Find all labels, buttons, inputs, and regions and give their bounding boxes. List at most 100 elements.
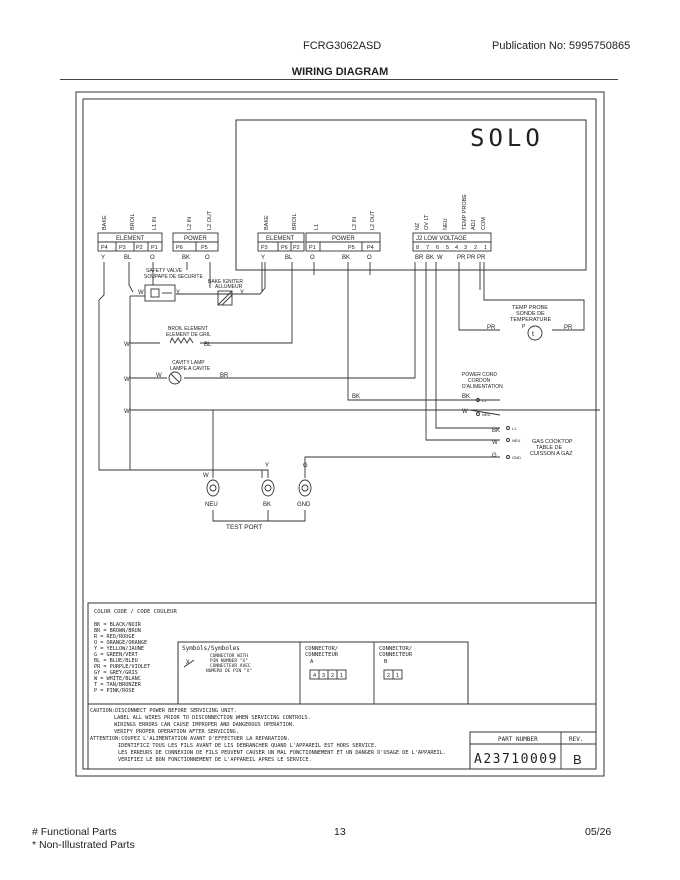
tag: W <box>462 409 468 415</box>
svg-text:ELEMENT DE GRIL: ELEMENT DE GRIL <box>166 332 211 338</box>
wire-color: PR <box>457 255 466 261</box>
svg-text:PIN NUMBER "X": PIN NUMBER "X" <box>210 658 248 664</box>
svg-text:CONNECTEUR: CONNECTEUR <box>379 652 413 658</box>
svg-text:NEU: NEU <box>205 502 218 508</box>
tag: BK <box>462 394 470 400</box>
svg-text:D'ALIMENTATION: D'ALIMENTATION <box>462 384 503 390</box>
tag: BK <box>492 428 500 434</box>
connector-right: BAKE BROIL L1 L2 IN L2 OUT ELEMENT POWER… <box>257 210 381 261</box>
pin: P6 <box>176 245 183 251</box>
pin: 5 <box>446 245 449 251</box>
svg-text:CONNECTEUR: CONNECTEUR <box>305 652 339 658</box>
outer-frame <box>75 91 605 777</box>
color-code-entry: T = TAN/BRONZER <box>94 682 142 688</box>
wire-color: O <box>310 255 315 261</box>
svg-text:L1: L1 <box>512 426 517 431</box>
svg-text:NEU: NEU <box>482 412 491 417</box>
svg-text:ATTENTION:COUPEZ L'ALIMENTATIO: ATTENTION:COUPEZ L'ALIMENTATION AVANT D'… <box>90 736 290 742</box>
color-code-entry: W = WHITE/BLANC <box>94 676 141 682</box>
wire-label: BROIL <box>130 213 136 230</box>
svg-text:ALLUMEUR: ALLUMEUR <box>215 284 243 290</box>
svg-text:4: 4 <box>313 673 316 679</box>
svg-text:L1: L1 <box>482 398 487 403</box>
symbols-title: Symbols/Symboles <box>182 645 240 652</box>
pin: 4 <box>455 245 458 251</box>
group-label: ELEMENT <box>116 236 145 242</box>
pin: 2 <box>474 245 477 251</box>
inner-frame <box>82 98 597 770</box>
tag: G <box>303 463 308 469</box>
color-code-entry: PR = PURPLE/VIOLET <box>94 664 150 670</box>
safety-valve: SAFETY VALVE SOUPAPE DE SECURITE <box>144 268 203 302</box>
svg-text:IDENTIFICZ TOUS LES FILS AVANT: IDENTIFICZ TOUS LES FILS AVANT DE LIS DE… <box>118 743 377 749</box>
svg-text:B: B <box>384 659 388 665</box>
symbol-x: X <box>186 659 190 666</box>
tag: W <box>124 377 130 383</box>
non-illustrated-note: * Non-Illustrated Parts <box>32 839 135 851</box>
wire-label: ADJ <box>471 219 477 230</box>
group-label: ELEMENT <box>266 236 295 242</box>
group-label: POWER <box>332 236 355 242</box>
tag: G <box>492 453 497 459</box>
svg-text:CAUTION:DISCONNECT POWER BEFOR: CAUTION:DISCONNECT POWER BEFORE SERVICIN… <box>90 708 237 714</box>
wire-label: L1 IN <box>152 217 158 230</box>
svg-text:TABLE DE: TABLE DE <box>536 445 563 451</box>
svg-text:TEMPERATURE: TEMPERATURE <box>510 317 551 323</box>
date: 05/26 <box>585 826 612 838</box>
pin: 3 <box>464 245 467 251</box>
pin: P2 <box>293 245 300 251</box>
wire-color: BL <box>124 255 132 261</box>
color-code-entry: GY = GREY/GRIS <box>94 670 138 676</box>
page-title: WIRING DIAGRAM <box>291 66 389 78</box>
wire-label: OV LT <box>424 214 430 230</box>
tag: W <box>156 373 162 379</box>
color-code-entry: G = GREEN/VERT <box>94 652 138 658</box>
pin: P5 <box>348 245 355 251</box>
wire-color: BK <box>426 255 434 261</box>
color-code-entry: BR = BROWN/BRUN <box>94 628 141 634</box>
pin: P4 <box>101 245 108 251</box>
svg-text:2: 2 <box>387 673 390 679</box>
color-code-entry: Y = YELLOW/JAUNE <box>94 646 144 652</box>
pin: 8 <box>416 245 419 251</box>
svg-text:VERIFIEZ LE BON FONCTIONNEMENT: VERIFIEZ LE BON FONCTIONNEMENT DE L'APPA… <box>118 757 312 763</box>
svg-text:VERIFY PROPER OPERATION AFTER: VERIFY PROPER OPERATION AFTER SERVICING. <box>114 729 239 735</box>
svg-text:GAS COOKTOP: GAS COOKTOP <box>532 439 573 445</box>
tag: BK <box>352 394 360 400</box>
wire-label: L2 OUT <box>370 210 376 230</box>
wire-label: TEMP PROBE <box>462 194 468 230</box>
svg-text:BROIL ELEMENT: BROIL ELEMENT <box>168 326 208 332</box>
wire-label: L1 <box>314 224 320 230</box>
tag: BL <box>204 342 212 348</box>
color-code-title: COLOR CODE / CODE COULEUR <box>94 609 177 615</box>
wire-label: L2 OUT <box>207 210 213 230</box>
power-cord: POWER CORD CORDON D'ALIMENTATION L1 NEU <box>462 372 503 417</box>
svg-text:NEU: NEU <box>512 438 521 443</box>
wire-label: L2 IN <box>352 217 358 230</box>
wire-label: COM <box>481 217 487 230</box>
wire-color: PR <box>467 255 476 261</box>
cavity-lamp: CAVITY LAMP LAMPE A CAVITE <box>168 360 211 385</box>
svg-text:CONNECTOR WITH: CONNECTOR WITH <box>210 653 248 659</box>
wire-color: Y <box>261 255 265 261</box>
color-code-entry: R = RED/ROUGE <box>94 634 135 640</box>
broil-element: BROIL ELEMENT ELEMENT DE GRIL <box>166 326 211 344</box>
part-label: PART NUMBER <box>498 736 538 743</box>
pin: 6 <box>436 245 439 251</box>
wire-label: BROIL <box>292 213 298 230</box>
group-label: POWER <box>184 236 207 242</box>
wire-color: BK <box>342 255 350 261</box>
svg-text:TEMP PROBE: TEMP PROBE <box>512 305 548 311</box>
caution-text: CAUTION:DISCONNECT POWER BEFORE SERVICIN… <box>90 708 446 763</box>
gas-cooktop: L1 NEU GND GAS COOKTOP TABLE DE CUISSON … <box>506 426 573 460</box>
wire-color: O <box>367 255 372 261</box>
wire-color: BL <box>285 255 293 261</box>
svg-text:CORDON: CORDON <box>468 378 491 384</box>
board-title: SOLO <box>470 124 544 152</box>
wire-color: W <box>437 255 443 261</box>
svg-text:WIRINGS ERRORS CAN CAUSE IMPRO: WIRINGS ERRORS CAN CAUSE IMPROPER AND DA… <box>114 722 295 728</box>
wire-color: Y <box>101 255 105 261</box>
connector-left: BAKE BROIL L1 IN L2 IN L2 OUT ELEMENT PO… <box>97 210 219 261</box>
svg-text:SONDE DE: SONDE DE <box>516 311 545 317</box>
